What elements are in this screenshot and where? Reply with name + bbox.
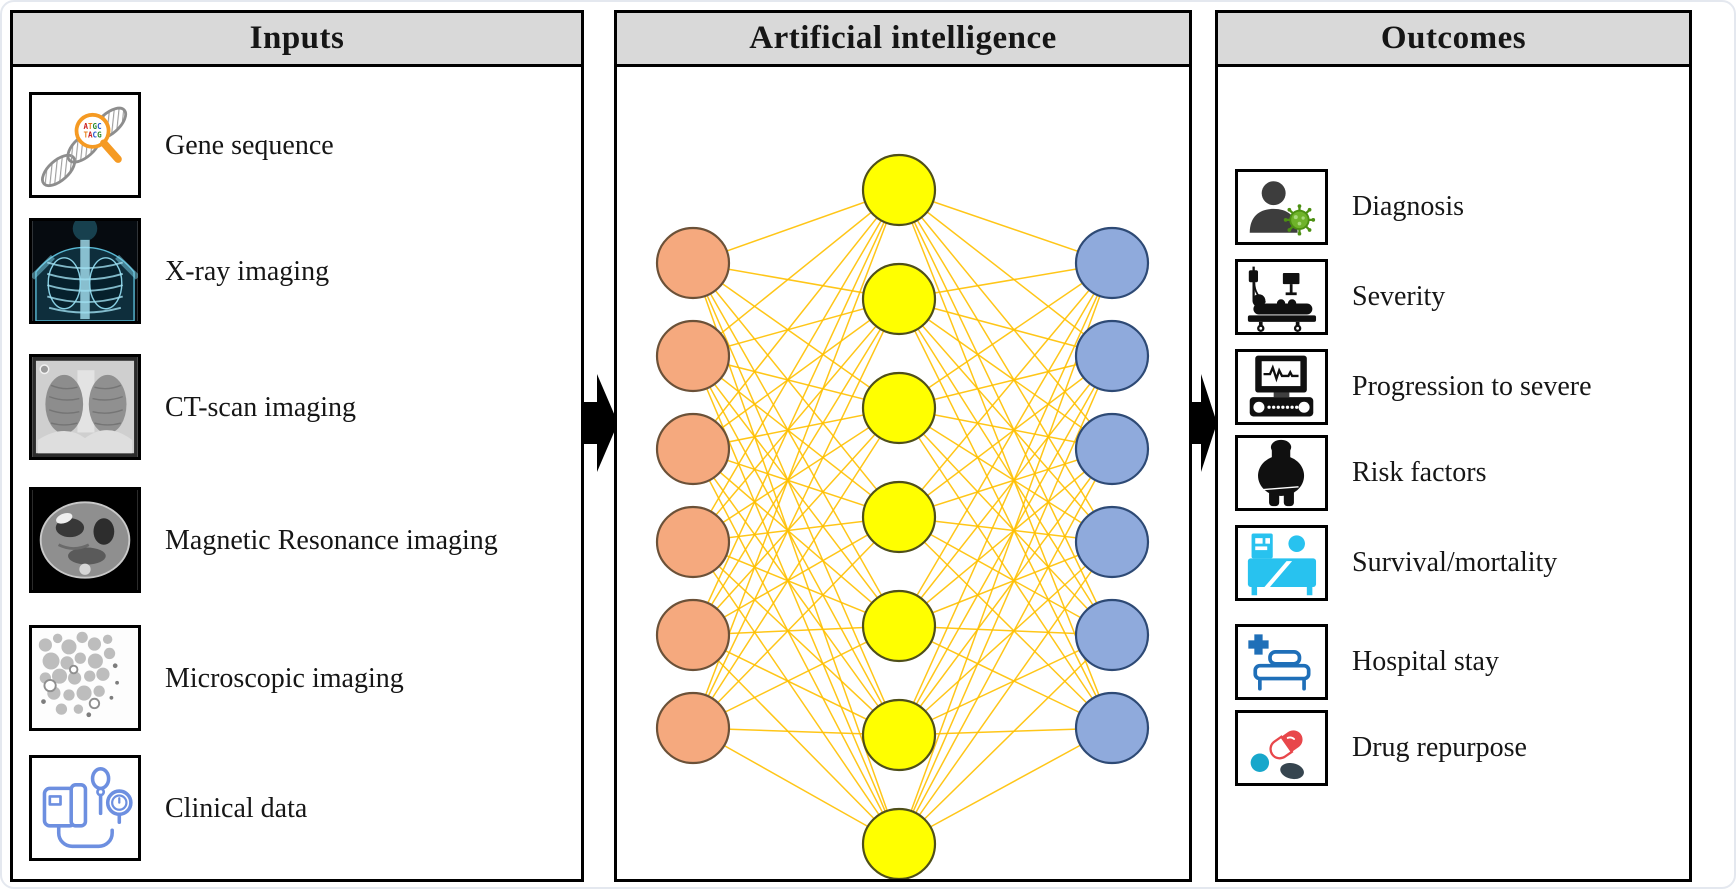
network-node: [655, 412, 731, 486]
outcomes-title: Outcomes: [1380, 20, 1527, 56]
ct-scan-icon: [29, 354, 141, 460]
input-label: CT-scan imaging: [165, 391, 357, 423]
svg-text:ATGC: ATGC: [83, 122, 101, 131]
outcomes-panel-header: Outcomes: [1218, 13, 1689, 67]
outcome-label: Diagnosis: [1352, 191, 1464, 223]
network-node: [1074, 319, 1150, 393]
artificial-intelligence-panel: Artificial intelligence: [614, 10, 1192, 882]
network-node: [1074, 226, 1150, 300]
network-node: [861, 153, 937, 227]
mri-icon: [29, 487, 141, 593]
outcome-row: Diagnosis: [1235, 169, 1464, 245]
input-row: Magnetic Resonance imaging: [29, 487, 498, 593]
network-node: [1074, 691, 1150, 765]
inputs-title: Inputs: [249, 20, 345, 56]
inputs-panel: Inputs ATGC: [10, 10, 584, 882]
network-node: [655, 505, 731, 579]
input-row: Microscopic imaging: [29, 625, 404, 731]
ai-panel-header: Artificial intelligence: [617, 13, 1189, 67]
outcome-label: Severity: [1352, 281, 1446, 313]
network-node: [1074, 505, 1150, 579]
network-node: [655, 598, 731, 672]
svg-text:TACG: TACG: [83, 130, 102, 139]
input-row: ATGC TACG Gene sequence: [29, 92, 334, 198]
flow-arrow-inputs-to-ai: [582, 374, 618, 472]
outcome-row: Risk factors: [1235, 435, 1487, 511]
input-label: X-ray imaging: [165, 255, 330, 287]
inputs-panel-header: Inputs: [13, 13, 581, 67]
outcomes-panel: Outcomes: [1215, 10, 1692, 882]
ai-title: Artificial intelligence: [749, 20, 1057, 56]
input-label: Clinical data: [165, 792, 308, 824]
outcome-label: Hospital stay: [1352, 646, 1499, 678]
network-node: [861, 698, 937, 772]
network-node: [1074, 598, 1150, 672]
dna-magnifier-icon: ATGC TACG: [29, 92, 141, 198]
chest-xray-icon: [29, 218, 141, 324]
ecg-monitor-icon: [1235, 349, 1328, 425]
patient-bed-iv-icon: [1235, 259, 1328, 335]
obese-person-icon: [1235, 435, 1328, 511]
network-node: [655, 226, 731, 300]
outcome-row: Severity: [1235, 259, 1445, 335]
outcome-row: Drug repurpose: [1235, 710, 1527, 786]
outcome-label: Drug repurpose: [1352, 732, 1527, 764]
outcome-label: Risk factors: [1352, 457, 1487, 489]
input-label: Magnetic Resonance imaging: [165, 524, 498, 556]
patient-virus-icon: [1235, 169, 1328, 245]
input-label: Gene sequence: [165, 129, 334, 161]
network-node: [655, 319, 731, 393]
network-node: [861, 262, 937, 336]
network-node: [861, 480, 937, 554]
outcome-row: Progression to severe: [1235, 349, 1592, 425]
blood-pressure-monitor-icon: [29, 755, 141, 861]
network-node: [655, 691, 731, 765]
network-node: [861, 589, 937, 663]
outcome-row: Hospital stay: [1235, 624, 1499, 700]
input-label: Microscopic imaging: [165, 662, 404, 694]
outcome-label: Survival/mortality: [1352, 547, 1558, 579]
input-row: X-ray imaging: [29, 218, 329, 324]
network-node: [1074, 412, 1150, 486]
outcome-label: Progression to severe: [1352, 371, 1592, 403]
pills-icon: [1235, 710, 1328, 786]
neural-network-diagram: [655, 153, 1150, 879]
microscopy-icon: [29, 625, 141, 731]
flow-arrow-ai-to-outcomes: [1190, 374, 1217, 472]
input-row: Clinical data: [29, 755, 307, 861]
network-node: [861, 807, 937, 879]
input-row: CT-scan imaging: [29, 354, 356, 460]
hospital-bed-cross-icon: [1235, 624, 1328, 700]
network-node: [861, 371, 937, 445]
patient-care-bed-icon: [1235, 525, 1328, 601]
outcome-row: Survival/mortality: [1235, 525, 1557, 601]
